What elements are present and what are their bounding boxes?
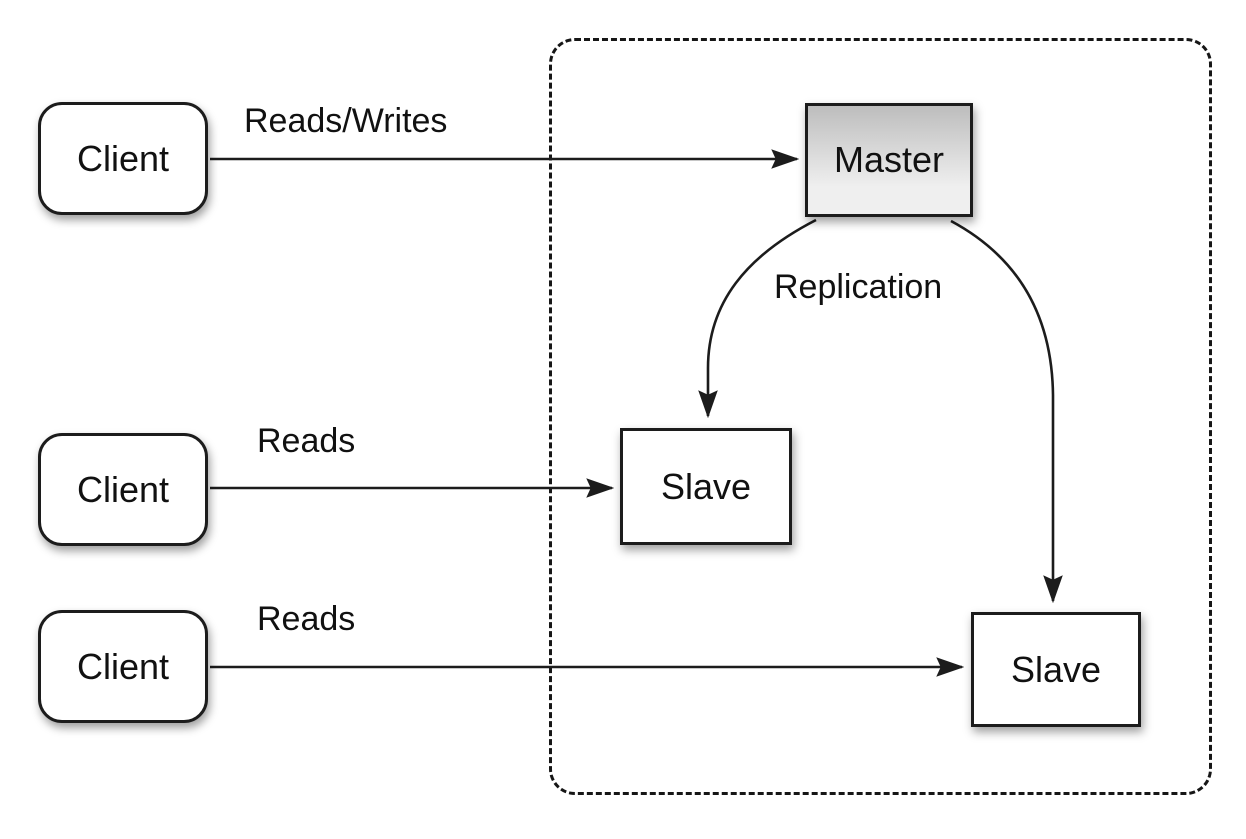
node-client-3: Client	[38, 610, 208, 723]
edge-label-reads-writes: Reads/Writes	[244, 102, 448, 140]
edge-label-reads-mid: Reads	[257, 422, 356, 460]
node-client-3-label: Client	[76, 645, 170, 687]
node-client-1: Client	[38, 102, 208, 215]
node-client-1-label: Client	[76, 137, 170, 179]
node-slave-1-label: Slave	[660, 465, 752, 507]
node-client-2: Client	[38, 433, 208, 546]
node-master: Master	[805, 103, 973, 217]
node-master-label: Master	[833, 139, 945, 180]
edge-label-reads-bottom: Reads	[257, 600, 356, 638]
node-slave-1: Slave	[620, 428, 792, 545]
node-slave-2: Slave	[971, 612, 1141, 727]
node-slave-2-label: Slave	[1010, 648, 1102, 690]
edge-label-replication: Replication	[774, 268, 943, 306]
server-group-boundary	[549, 38, 1212, 795]
node-client-2-label: Client	[76, 468, 170, 510]
